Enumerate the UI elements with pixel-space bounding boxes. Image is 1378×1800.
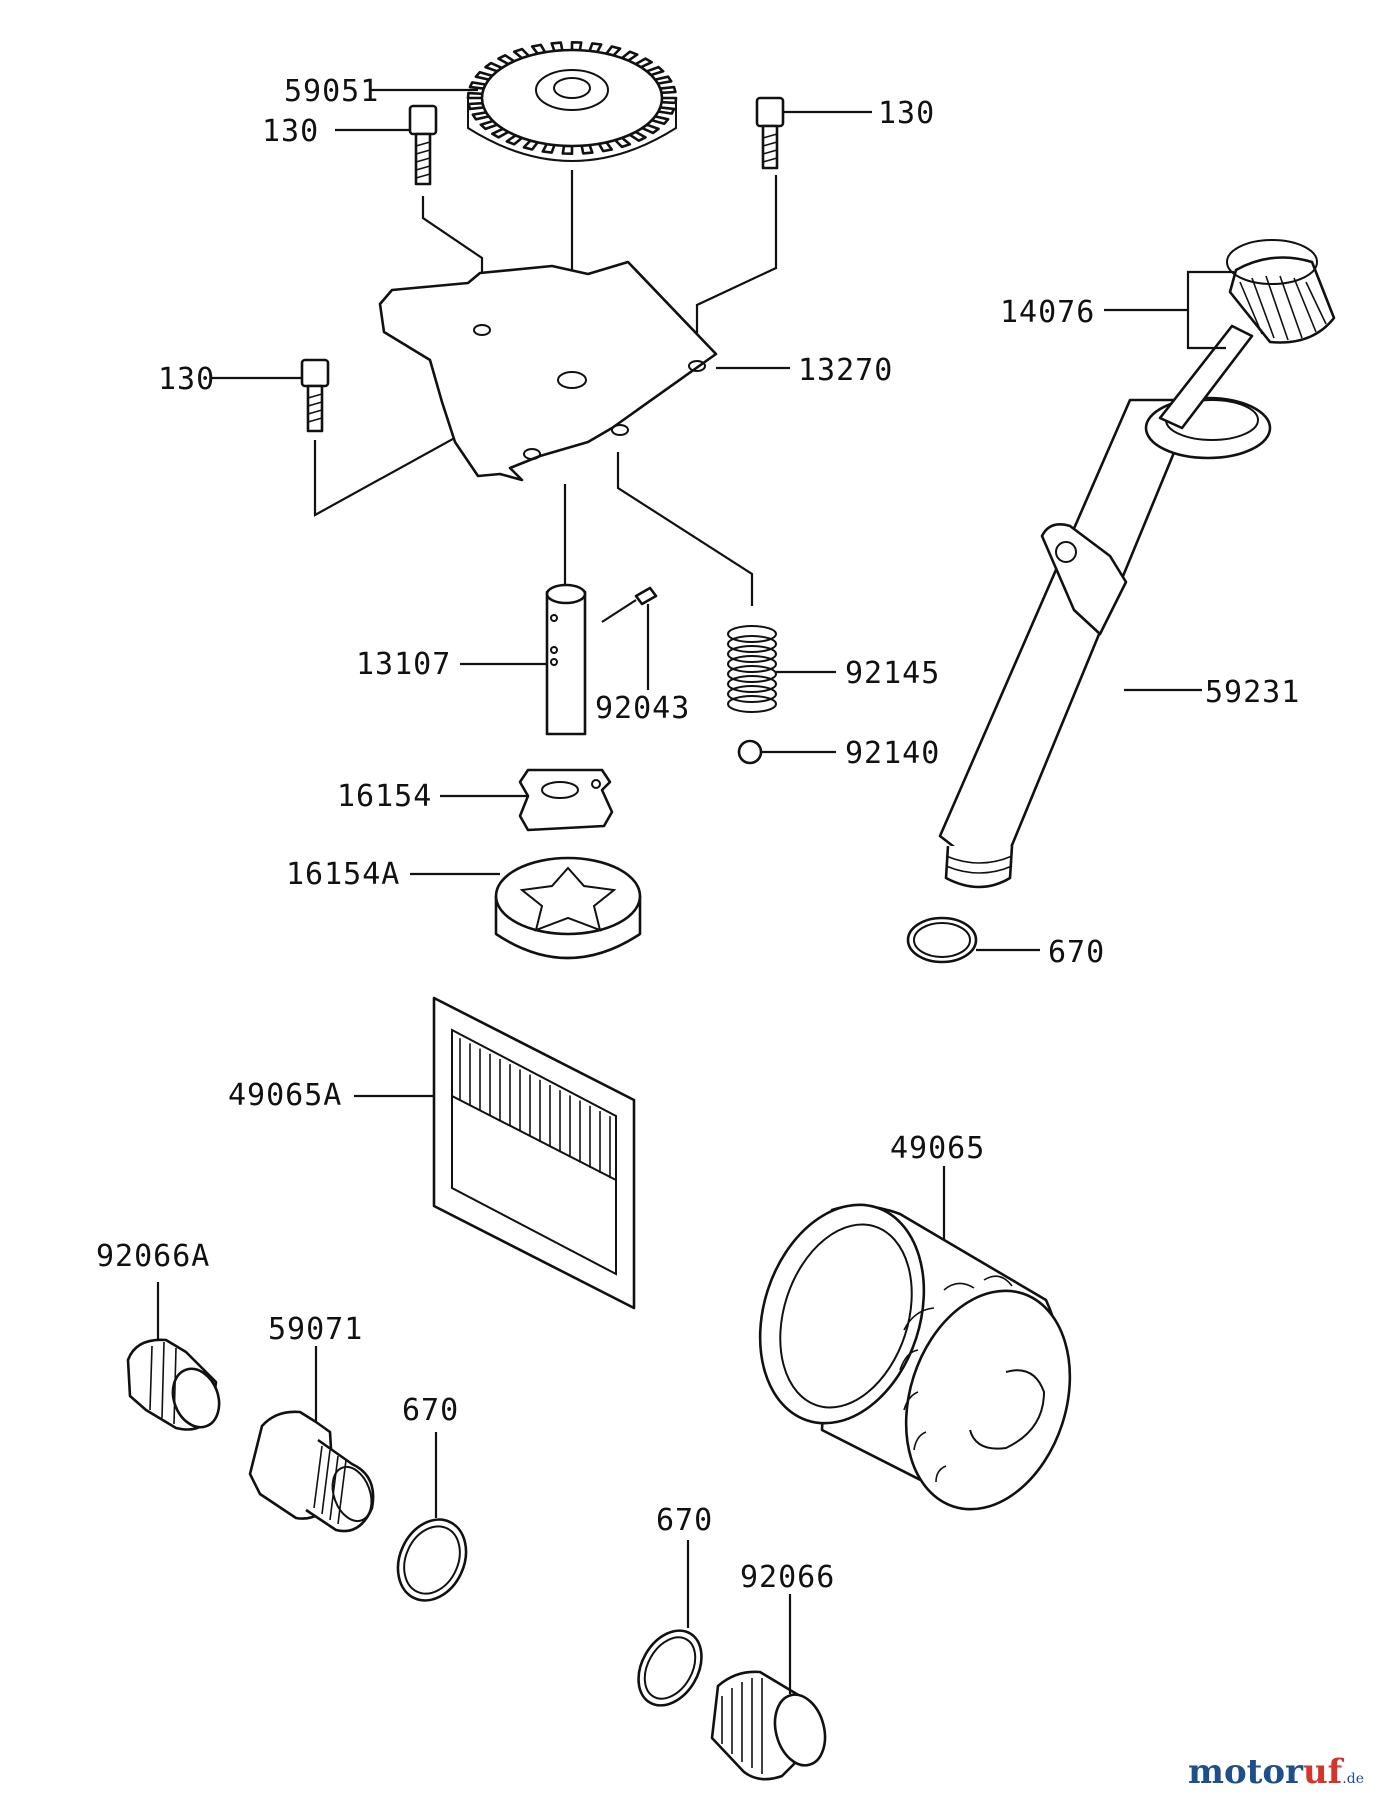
label-49065: 49065 [890,1131,985,1166]
gear-tooth [660,96,678,105]
fitting-part[interactable] [248,1410,378,1533]
label-92066A: 92066A [96,1239,210,1274]
label-130-left: 130 [158,362,215,397]
filler-pipe-part[interactable] [938,396,1272,889]
oring-pipe-part[interactable] [906,916,978,964]
inner-rotor-part[interactable] [518,768,614,832]
label-59071: 59071 [268,1312,363,1347]
label-130-top-right: 130 [878,96,935,131]
plate-part[interactable] [378,260,718,482]
label-130-top-left: 130 [262,114,319,149]
label-670-pipe: 670 [1048,935,1105,970]
label-92043: 92043 [595,691,690,726]
shaft-part[interactable] [545,583,587,736]
oil-filter-part[interactable] [733,1183,1097,1530]
label-59051: 59051 [284,74,379,109]
filler-cap-part[interactable] [1158,239,1336,430]
label-13270: 13270 [798,353,893,388]
plug-a-part[interactable] [126,1338,227,1434]
pin-part[interactable] [634,586,658,606]
label-92140: 92140 [845,736,940,771]
gear-part[interactable] [466,40,678,162]
gear-rim [467,98,677,162]
label-13107: 13107 [356,647,451,682]
oring-left-part[interactable] [385,1508,479,1611]
oring-bottom-part[interactable] [626,1619,714,1716]
bolt-top-left[interactable] [408,104,438,186]
label-92066: 92066 [740,1560,835,1595]
label-16154: 16154 [337,779,432,814]
plug-part[interactable] [710,1670,832,1781]
label-16154A: 16154A [286,857,400,892]
bolt-left[interactable] [300,358,330,433]
ball-part[interactable] [737,739,763,765]
spring-part[interactable] [727,625,777,713]
label-92145: 92145 [845,656,940,691]
strainer-part[interactable] [432,996,636,1310]
label-49065A: 49065A [228,1078,342,1113]
gear-tooth [466,91,484,100]
bolt-top-right[interactable] [755,96,785,170]
label-670-bottom: 670 [656,1503,713,1538]
watermark-logo: motoruf.de [1187,1752,1364,1792]
label-670-left: 670 [402,1393,459,1428]
label-59231: 59231 [1205,675,1300,710]
outer-rotor-part[interactable] [494,856,642,960]
label-14076: 14076 [1000,295,1095,330]
